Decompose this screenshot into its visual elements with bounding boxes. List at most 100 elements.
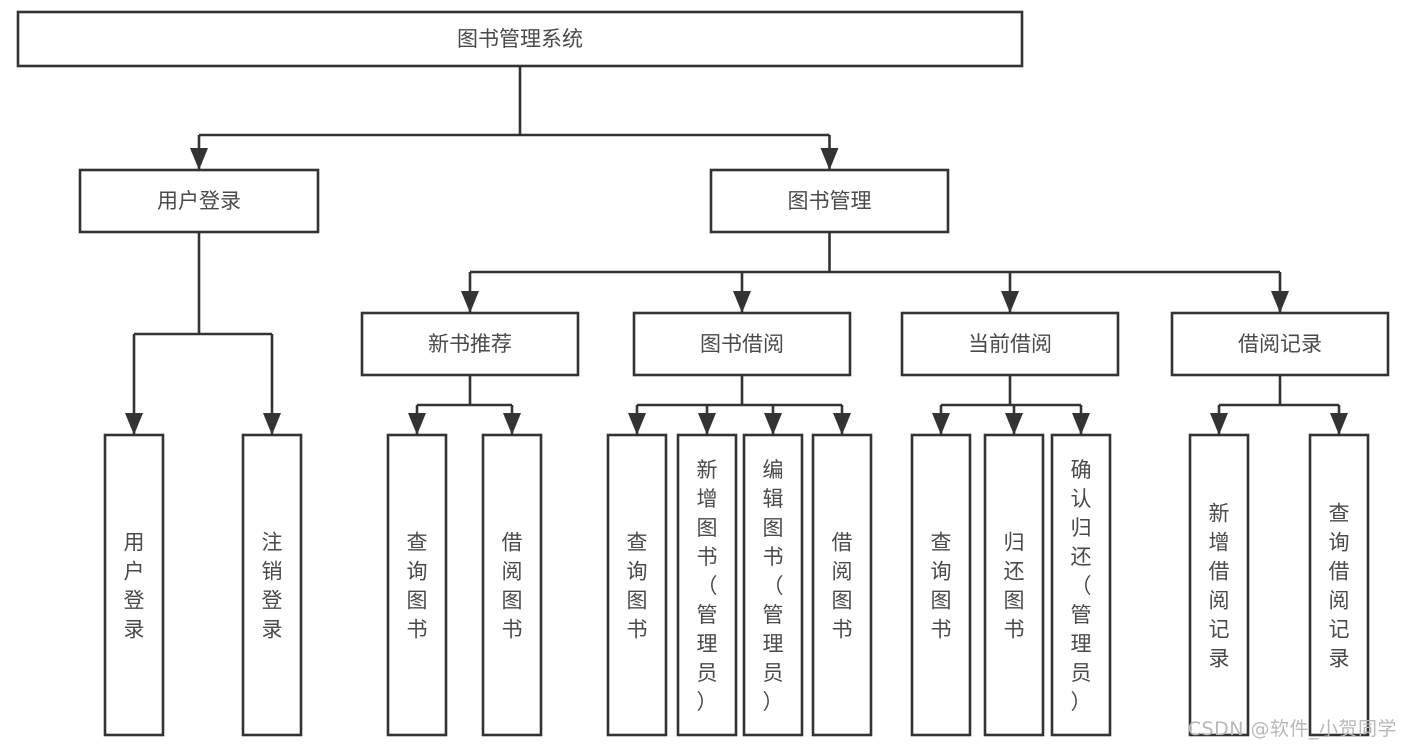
node-label-leaf_logout-char: 录 bbox=[262, 618, 283, 642]
node-label-leaf_query_record-char: 阅 bbox=[1329, 589, 1350, 613]
node-label-leaf_query_book_3-char: 图 bbox=[931, 589, 952, 613]
node-label-leaf_add_record-char: 录 bbox=[1209, 647, 1230, 671]
node-box-leaf_query_book_3[interactable] bbox=[910, 433, 972, 737]
arrowhead-icon bbox=[628, 413, 646, 435]
node-box-leaf_return_book[interactable] bbox=[983, 433, 1045, 737]
nodes-layer: 图书管理系统用户登录图书管理新书推荐图书借阅当前借阅借阅记录用户登录注销登录查询… bbox=[16, 10, 1390, 737]
node-box-leaf_query_book_2[interactable] bbox=[606, 433, 668, 737]
node-label-leaf_add_book-char: ） bbox=[697, 690, 718, 714]
node-label-root: 图书管理系统 bbox=[457, 27, 583, 51]
node-box-leaf_confirm_return[interactable] bbox=[1050, 433, 1112, 737]
node-root[interactable]: 图书管理系统 bbox=[16, 10, 1024, 68]
node-label-leaf_edit_book-char: 辑 bbox=[763, 487, 784, 511]
node-label-leaf_query_record-char: 查 bbox=[1329, 502, 1350, 526]
node-box-leaf_borrow_book_1[interactable] bbox=[481, 433, 543, 737]
node-label-leaf_query_book_1-char: 询 bbox=[407, 560, 428, 584]
arrowhead-icon bbox=[820, 148, 839, 170]
node-label-leaf_query_book_3-char: 书 bbox=[931, 618, 952, 642]
arrowhead-icon bbox=[764, 413, 782, 435]
node-label-leaf_edit_book-char: （ bbox=[763, 574, 784, 598]
node-box-book_borrow[interactable] bbox=[632, 311, 852, 377]
node-label-leaf_confirm_return-char: 归 bbox=[1071, 516, 1092, 540]
node-label-leaf_query_record-char: 录 bbox=[1329, 647, 1350, 671]
node-label-leaf_return_book-char: 归 bbox=[1004, 531, 1025, 555]
node-box-book_manage[interactable] bbox=[709, 168, 950, 234]
node-label-leaf_return_book-char: 书 bbox=[1004, 618, 1025, 642]
node-book_borrow[interactable]: 图书借阅 bbox=[632, 311, 852, 377]
node-label-leaf_user_login-char: 户 bbox=[124, 560, 145, 584]
arrowhead-icon bbox=[733, 291, 751, 313]
node-book_manage[interactable]: 图书管理 bbox=[709, 168, 950, 234]
node-label-leaf_return_book-char: 还 bbox=[1004, 560, 1025, 584]
node-label-leaf_add_record-char: 记 bbox=[1209, 618, 1230, 642]
node-label-leaf_borrow_book_2-char: 图 bbox=[832, 589, 853, 613]
node-label-leaf_edit_book-char: 图 bbox=[763, 516, 784, 540]
arrowhead-icon bbox=[503, 413, 521, 435]
arrowhead-icon bbox=[408, 413, 426, 435]
node-label-leaf_user_login-char: 用 bbox=[124, 531, 145, 555]
node-box-leaf_add_book[interactable] bbox=[676, 433, 738, 737]
node-box-leaf_user_login[interactable] bbox=[103, 433, 165, 737]
node-label-leaf_add_book-char: 书 bbox=[697, 545, 718, 569]
node-label-leaf_add_record-char: 阅 bbox=[1209, 589, 1230, 613]
node-new_book_rec[interactable]: 新书推荐 bbox=[360, 311, 580, 377]
node-label-leaf_logout-char: 登 bbox=[262, 589, 283, 613]
arrowhead-icon bbox=[1210, 413, 1228, 435]
node-label-current_borrow: 当前借阅 bbox=[968, 332, 1052, 356]
node-label-leaf_edit_book-char: 员 bbox=[763, 661, 784, 685]
node-label-leaf_user_login-char: 录 bbox=[124, 618, 145, 642]
node-current_borrow[interactable]: 当前借阅 bbox=[900, 311, 1120, 377]
node-box-user_login[interactable] bbox=[78, 168, 320, 234]
node-box-new_book_rec[interactable] bbox=[360, 311, 580, 377]
node-label-leaf_borrow_book_2-char: 阅 bbox=[832, 560, 853, 584]
node-label-leaf_query_record-char: 记 bbox=[1329, 618, 1350, 642]
node-leaf_user_login[interactable]: 用户登录 bbox=[103, 433, 165, 737]
node-box-root[interactable] bbox=[16, 10, 1024, 68]
node-label-leaf_add_record-char: 新 bbox=[1209, 502, 1230, 526]
node-label-leaf_add_book-char: 图 bbox=[697, 516, 718, 540]
node-box-leaf_edit_book[interactable] bbox=[742, 433, 804, 737]
node-box-borrow_record[interactable] bbox=[1170, 311, 1390, 377]
node-borrow_record[interactable]: 借阅记录 bbox=[1170, 311, 1390, 377]
node-box-leaf_logout[interactable] bbox=[241, 433, 303, 737]
node-label-leaf_confirm_return-char: （ bbox=[1071, 574, 1092, 598]
node-label-leaf_borrow_book_1-char: 书 bbox=[502, 618, 523, 642]
node-label-leaf_borrow_book_1-char: 借 bbox=[502, 531, 523, 555]
node-label-leaf_user_login-char: 登 bbox=[124, 589, 145, 613]
node-label-leaf_add_book-char: 增 bbox=[697, 487, 718, 511]
node-label-leaf_logout-char: 销 bbox=[262, 560, 283, 584]
node-label-leaf_query_book_2-char: 询 bbox=[627, 560, 648, 584]
node-label-leaf_add_record-char: 增 bbox=[1209, 531, 1230, 555]
node-box-leaf_add_record[interactable] bbox=[1188, 433, 1250, 737]
node-box-leaf_query_record[interactable] bbox=[1308, 433, 1370, 737]
node-label-leaf_query_book_2-char: 书 bbox=[627, 618, 648, 642]
node-box-current_borrow[interactable] bbox=[900, 311, 1120, 377]
node-label-leaf_confirm_return-char: 认 bbox=[1071, 487, 1092, 511]
node-box-leaf_query_book_1[interactable] bbox=[386, 433, 448, 737]
node-label-leaf_confirm_return-char: 确 bbox=[1071, 458, 1092, 482]
node-label-leaf_add_book-char: 员 bbox=[697, 661, 718, 685]
arrowhead-icon bbox=[263, 413, 281, 435]
node-box-leaf_borrow_book_2[interactable] bbox=[811, 433, 873, 737]
node-label-leaf_edit_book-char: 理 bbox=[763, 632, 784, 656]
node-label-leaf_confirm_return-char: 管 bbox=[1071, 603, 1092, 627]
node-user_login[interactable]: 用户登录 bbox=[78, 168, 320, 234]
arrowhead-icon bbox=[1330, 413, 1348, 435]
node-label-leaf_query_book_1-char: 图 bbox=[407, 589, 428, 613]
node-label-leaf_add_record-char: 借 bbox=[1209, 560, 1230, 584]
node-label-leaf_query_book_3-char: 查 bbox=[931, 531, 952, 555]
watermark-text: CSDN @软件_小贺同学 bbox=[1187, 718, 1397, 740]
node-label-leaf_query_book_2-char: 查 bbox=[627, 531, 648, 555]
